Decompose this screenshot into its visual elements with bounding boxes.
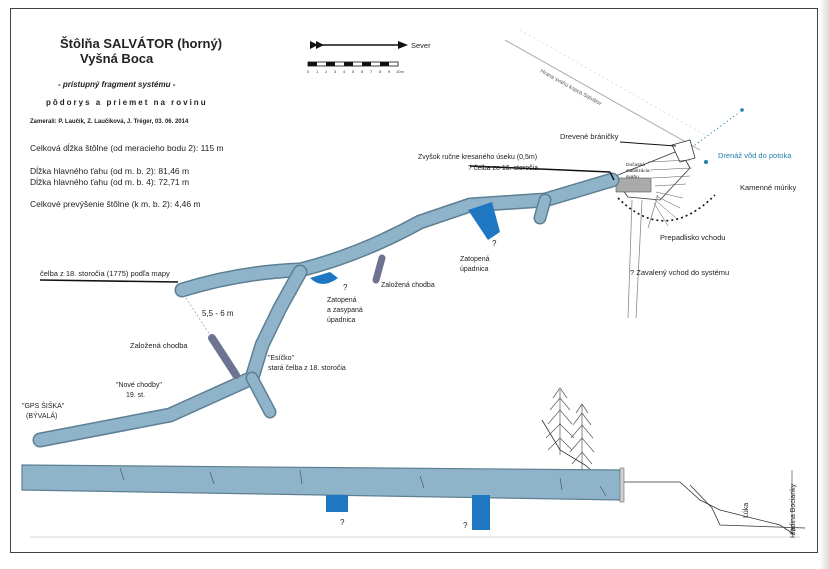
- face-16c-label: ? čelba zo 16. storočia: [468, 165, 538, 172]
- survey-station-marks: [119, 467, 607, 497]
- question-mark: ?: [463, 521, 468, 530]
- page-edge-shadow: [819, 0, 829, 569]
- tree-icon: [545, 387, 595, 470]
- scale-tick-label: 8: [379, 69, 382, 74]
- gps-point-label: (BÝVALÁ): [26, 411, 57, 420]
- scale-tick-label: 1: [316, 69, 319, 74]
- hand-cut-pointer-tail: [609, 171, 615, 181]
- drainage-point: [704, 160, 708, 164]
- question-mark: ?: [343, 283, 348, 292]
- drainage-line: [687, 111, 741, 151]
- flooded-filled-label: úpadnica: [327, 317, 356, 324]
- wooden-gate-label: Drevené bráničky: [560, 132, 619, 141]
- drawing-frame: [10, 8, 818, 553]
- width-dimension-line: [185, 297, 213, 339]
- map-subtitle: Vyšná Boca: [80, 51, 154, 66]
- stone-walls-label: Kamenné múriky: [740, 183, 797, 192]
- scale-tick-label: 0: [307, 69, 310, 74]
- face-18c-pointer: [39, 279, 179, 283]
- scale-tick-label: 6: [361, 69, 364, 74]
- old-face-18c-label: stará čelba z 18. storočia: [268, 365, 346, 372]
- map-description-fragment: - prístupný fragment systému -: [58, 80, 176, 89]
- profile-entrance: [619, 467, 625, 503]
- stat-main-length-b2: Dĺžka hlavného ťahu (od m. b. 2): 81,46 …: [30, 166, 190, 176]
- new-corridors-century-label: 19. st.: [126, 392, 145, 399]
- backfilled-corridor-left: [208, 334, 240, 379]
- scale-tick-label: 3: [334, 69, 337, 74]
- flooded-shaft-label: Zatopená: [460, 256, 490, 263]
- scale-tick-label: 9: [388, 69, 391, 74]
- esicko-stub: [247, 373, 275, 417]
- esicko-label: "Esíčko": [268, 355, 294, 362]
- tunnel-stub: [535, 195, 550, 223]
- main-tunnel: [176, 174, 618, 296]
- meadow-label: Lúka: [743, 503, 750, 518]
- entrance-forecourt-label: Prepadlisko vchodu: [660, 233, 725, 242]
- stabilization-label: Dočasná: [626, 162, 645, 168]
- stabilization-label: stabilizácia: [626, 168, 650, 174]
- flooded-shaft: [468, 202, 500, 240]
- drainage-point: [740, 108, 744, 112]
- scale-tick-label: 5: [352, 69, 355, 74]
- surveyors-line: Zamerali: P. Laučík, Z. Laučíková, J. Tr…: [30, 119, 189, 125]
- profile-flooded-shaft: [326, 495, 348, 512]
- stat-main-length-b4: Dĺžka hlavného ťahu (od m. b. 4): 72,71 …: [30, 177, 190, 187]
- bocianka-level-label: Hladina Bocianky: [790, 483, 797, 538]
- question-mark: ?: [340, 518, 345, 527]
- profile-flooded-shaft: [472, 495, 490, 530]
- entrance-structure: [612, 139, 716, 319]
- flooded-filled-label: Zatopená: [327, 297, 357, 304]
- stat-elevation: Celkové prevýšenie štôlne (k m. b. 2): 4…: [30, 199, 201, 209]
- hand-cut-pointer: [469, 165, 611, 173]
- wooden-gate-pointer: [619, 141, 677, 147]
- width-dimension-label: 5,5 - 6 m: [202, 309, 234, 318]
- backfilled-corridor-right-label: Založená chodba: [381, 282, 435, 289]
- scale-bar: [307, 61, 399, 67]
- hand-cut-label: Zvyšok ručne kresaného úseku (0,5m): [418, 154, 537, 161]
- scale-tick-label: 2: [325, 69, 328, 74]
- plan-tunnels: [32, 172, 620, 448]
- terrain-profile: [541, 419, 796, 536]
- flooded-shaft-label: úpadnica: [460, 266, 489, 273]
- backfilled-corridor-left-label: Založená chodba: [130, 341, 188, 350]
- profile-tunnel: [21, 464, 623, 501]
- terrain-profile-lower: [689, 484, 806, 529]
- drainage-label: Drenáž vôd do potoka: [718, 151, 792, 160]
- flooded-filled-label: a zasypaná: [327, 307, 363, 314]
- map-description-projection: pôdorys a priemet na rovinu: [46, 98, 208, 107]
- face-18c-map-label: čelba z 18. storočia (1775) podľa mapy: [40, 269, 170, 278]
- stat-total-length: Celková dĺžka štôlne (od meracieho bodu …: [30, 143, 224, 153]
- new-corridors-label: "Nové chodby": [116, 382, 162, 389]
- slope-edge-line: [504, 29, 706, 151]
- map-title: Štôlňa SALVÁTOR (horný): [60, 36, 223, 51]
- slope-edge-label: Hrana svahu kopca Salvátor: [539, 69, 602, 108]
- north-arrow-icon: [310, 41, 408, 49]
- north-label: Sever: [411, 41, 431, 50]
- scale-tick-label: 7: [370, 69, 373, 74]
- collapsed-entrance-label: ? Zavalený vchod do systému: [630, 268, 729, 277]
- stabilization-label: svahu: [626, 174, 639, 180]
- scale-tick-label: 4: [343, 69, 346, 74]
- scale-tick-label: 10m: [396, 69, 404, 74]
- flooded-filled-shaft: [310, 272, 338, 284]
- backfilled-corridor-right: [372, 254, 386, 284]
- question-mark: ?: [492, 239, 497, 248]
- gps-point-label: "GPS ŠIŠKA": [22, 401, 65, 410]
- branch-tunnel: [34, 266, 306, 446]
